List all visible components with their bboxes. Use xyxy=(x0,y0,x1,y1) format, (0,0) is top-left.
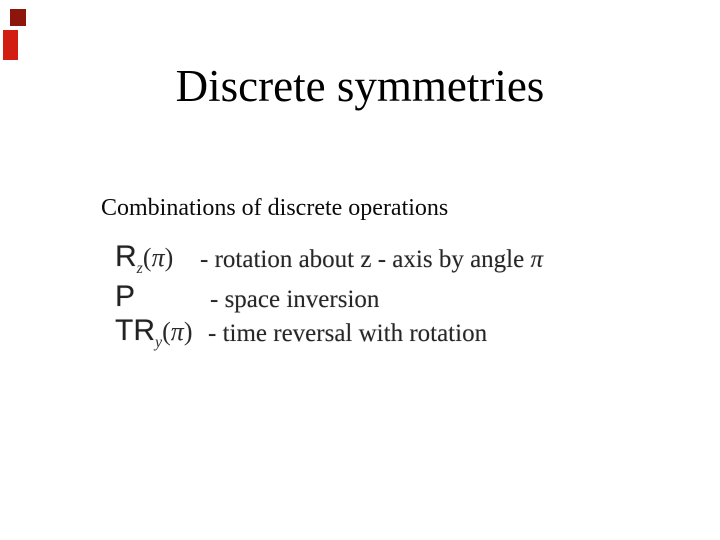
operator-symbol: R xyxy=(115,240,137,273)
description-text: - rotation about z - axis by angle xyxy=(200,246,531,273)
paren-open: ( xyxy=(142,243,152,272)
paren-close: ) xyxy=(164,243,174,272)
operator-try: TRy(π) xyxy=(115,316,192,352)
equation-row-rz: Rz(π) - rotation about z - axis by angle… xyxy=(115,242,543,278)
operator-subscript: z xyxy=(136,260,143,277)
description-text: - time reversal with rotation xyxy=(208,320,488,347)
slide-title: Discrete symmetries xyxy=(175,61,545,111)
operator-rz: Rz(π) xyxy=(115,242,173,278)
slide-subtitle: Combinations of discrete operations xyxy=(101,195,449,221)
paren-open: ( xyxy=(162,317,171,346)
description-pi: π xyxy=(530,246,543,273)
operator-symbol: P xyxy=(115,280,136,313)
description-text: - space inversion xyxy=(210,286,380,313)
decoration-square-dark xyxy=(10,9,26,26)
operator-subscript: y xyxy=(155,334,163,351)
operator-p: P xyxy=(115,282,135,312)
equation-description: - time reversal with rotation xyxy=(208,321,487,346)
paren-close: ) xyxy=(183,317,193,346)
equation-row-p: P - space inversion xyxy=(115,282,379,316)
equation-row-try: TRy(π) - time reversal with rotation xyxy=(115,316,487,352)
pi-symbol: π xyxy=(151,243,165,272)
pi-symbol: π xyxy=(170,317,184,346)
equation-description: - space inversion xyxy=(210,287,379,312)
decoration-square-red xyxy=(3,30,18,60)
equation-description: - rotation about z - axis by angle π xyxy=(200,247,543,272)
operator-symbol: TR xyxy=(115,314,155,347)
